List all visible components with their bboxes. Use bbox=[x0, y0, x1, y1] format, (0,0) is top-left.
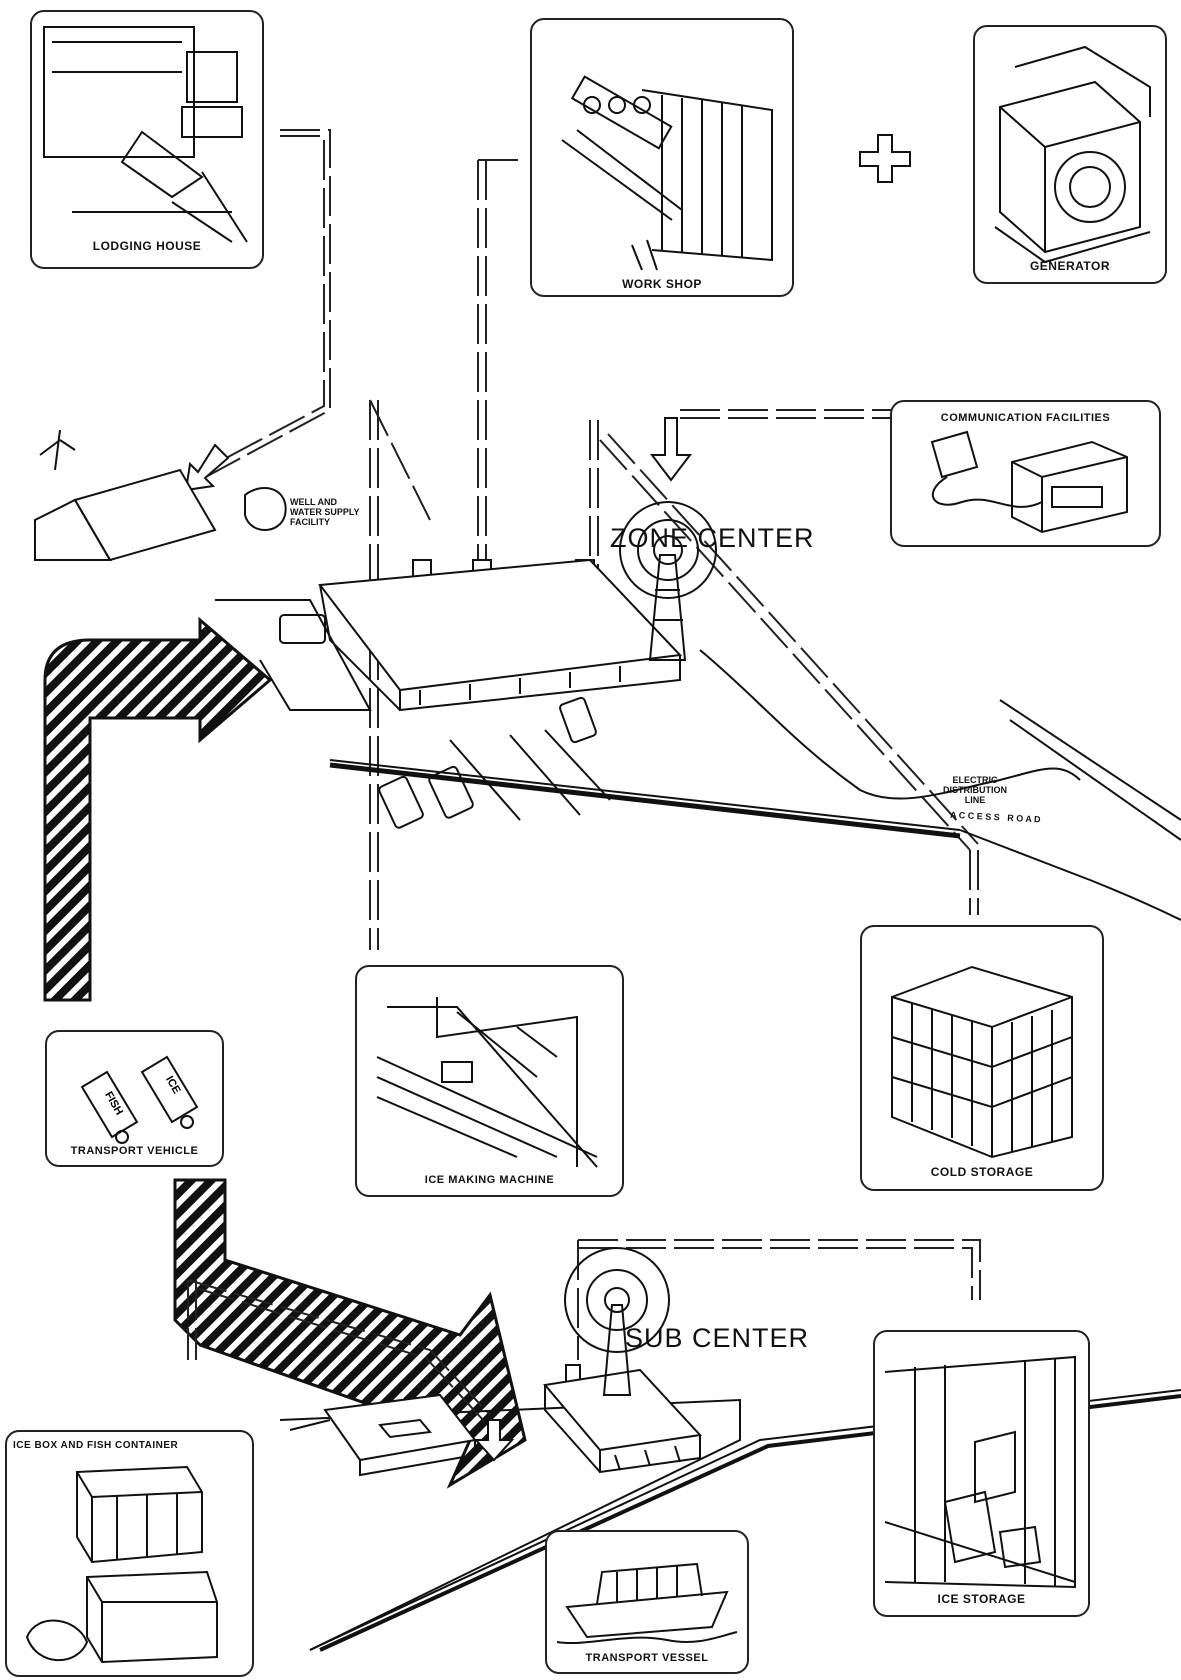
ice-making-machine-icon bbox=[357, 967, 622, 1195]
sub-center-label: SUB CENTER bbox=[625, 1323, 809, 1354]
fish-truck-text: FISH bbox=[102, 1090, 125, 1118]
transport-vehicle-panel: FISH ICE TRANSPORT VEHICLE bbox=[45, 1030, 224, 1167]
lodging-house-panel: LODGING HOUSE bbox=[30, 10, 264, 269]
zone-center-label: ZONE CENTER bbox=[610, 523, 815, 554]
ice-making-machine-label: ICE MAKING MACHINE bbox=[357, 1174, 622, 1186]
work-shop-label: WORK SHOP bbox=[532, 277, 792, 291]
supply-flow-arrow-up bbox=[45, 620, 270, 1000]
cold-storage-icon bbox=[862, 927, 1102, 1189]
well-supply-label: WELL AND WATER SUPPLY FACILITY bbox=[290, 497, 370, 527]
work-shop-icon bbox=[532, 20, 792, 295]
ice-making-machine-panel: ICE MAKING MACHINE bbox=[355, 965, 624, 1197]
ice-storage-label: ICE STORAGE bbox=[875, 1592, 1088, 1606]
transport-vessel-label: TRANSPORT VESSEL bbox=[547, 1652, 747, 1664]
ice-storage-panel: ICE STORAGE bbox=[873, 1330, 1090, 1617]
transport-vessel-panel: TRANSPORT VESSEL bbox=[545, 1530, 749, 1674]
generator-panel: GENERATOR bbox=[973, 25, 1167, 284]
generator-icon bbox=[975, 27, 1165, 282]
communication-facilities-panel: COMMUNICATION FACILITIES bbox=[890, 400, 1161, 547]
lodging-house-icon bbox=[32, 12, 262, 267]
generator-label: GENERATOR bbox=[975, 259, 1165, 273]
cold-storage-label: COLD STORAGE bbox=[862, 1165, 1102, 1179]
communication-facilities-label: COMMUNICATION FACILITIES bbox=[892, 412, 1159, 424]
electric-line-label: ELECTRIC DISTRIBUTION LINE bbox=[935, 775, 1015, 805]
work-shop-panel: WORK SHOP bbox=[530, 18, 794, 297]
connector-lines bbox=[188, 130, 980, 1421]
ice-storage-icon bbox=[875, 1332, 1088, 1615]
transport-vehicle-label: TRANSPORT VEHICLE bbox=[47, 1145, 222, 1157]
plus-sign bbox=[860, 135, 910, 182]
ice-box-icon bbox=[7, 1432, 252, 1675]
ice-box-label: ICE BOX AND FISH CONTAINER bbox=[13, 1440, 252, 1451]
transport-vessel-icon bbox=[547, 1532, 747, 1672]
ice-box-panel: ICE BOX AND FISH CONTAINER bbox=[5, 1430, 254, 1677]
cold-storage-panel: COLD STORAGE bbox=[860, 925, 1104, 1191]
lodging-house-label: LODGING HOUSE bbox=[32, 239, 262, 253]
